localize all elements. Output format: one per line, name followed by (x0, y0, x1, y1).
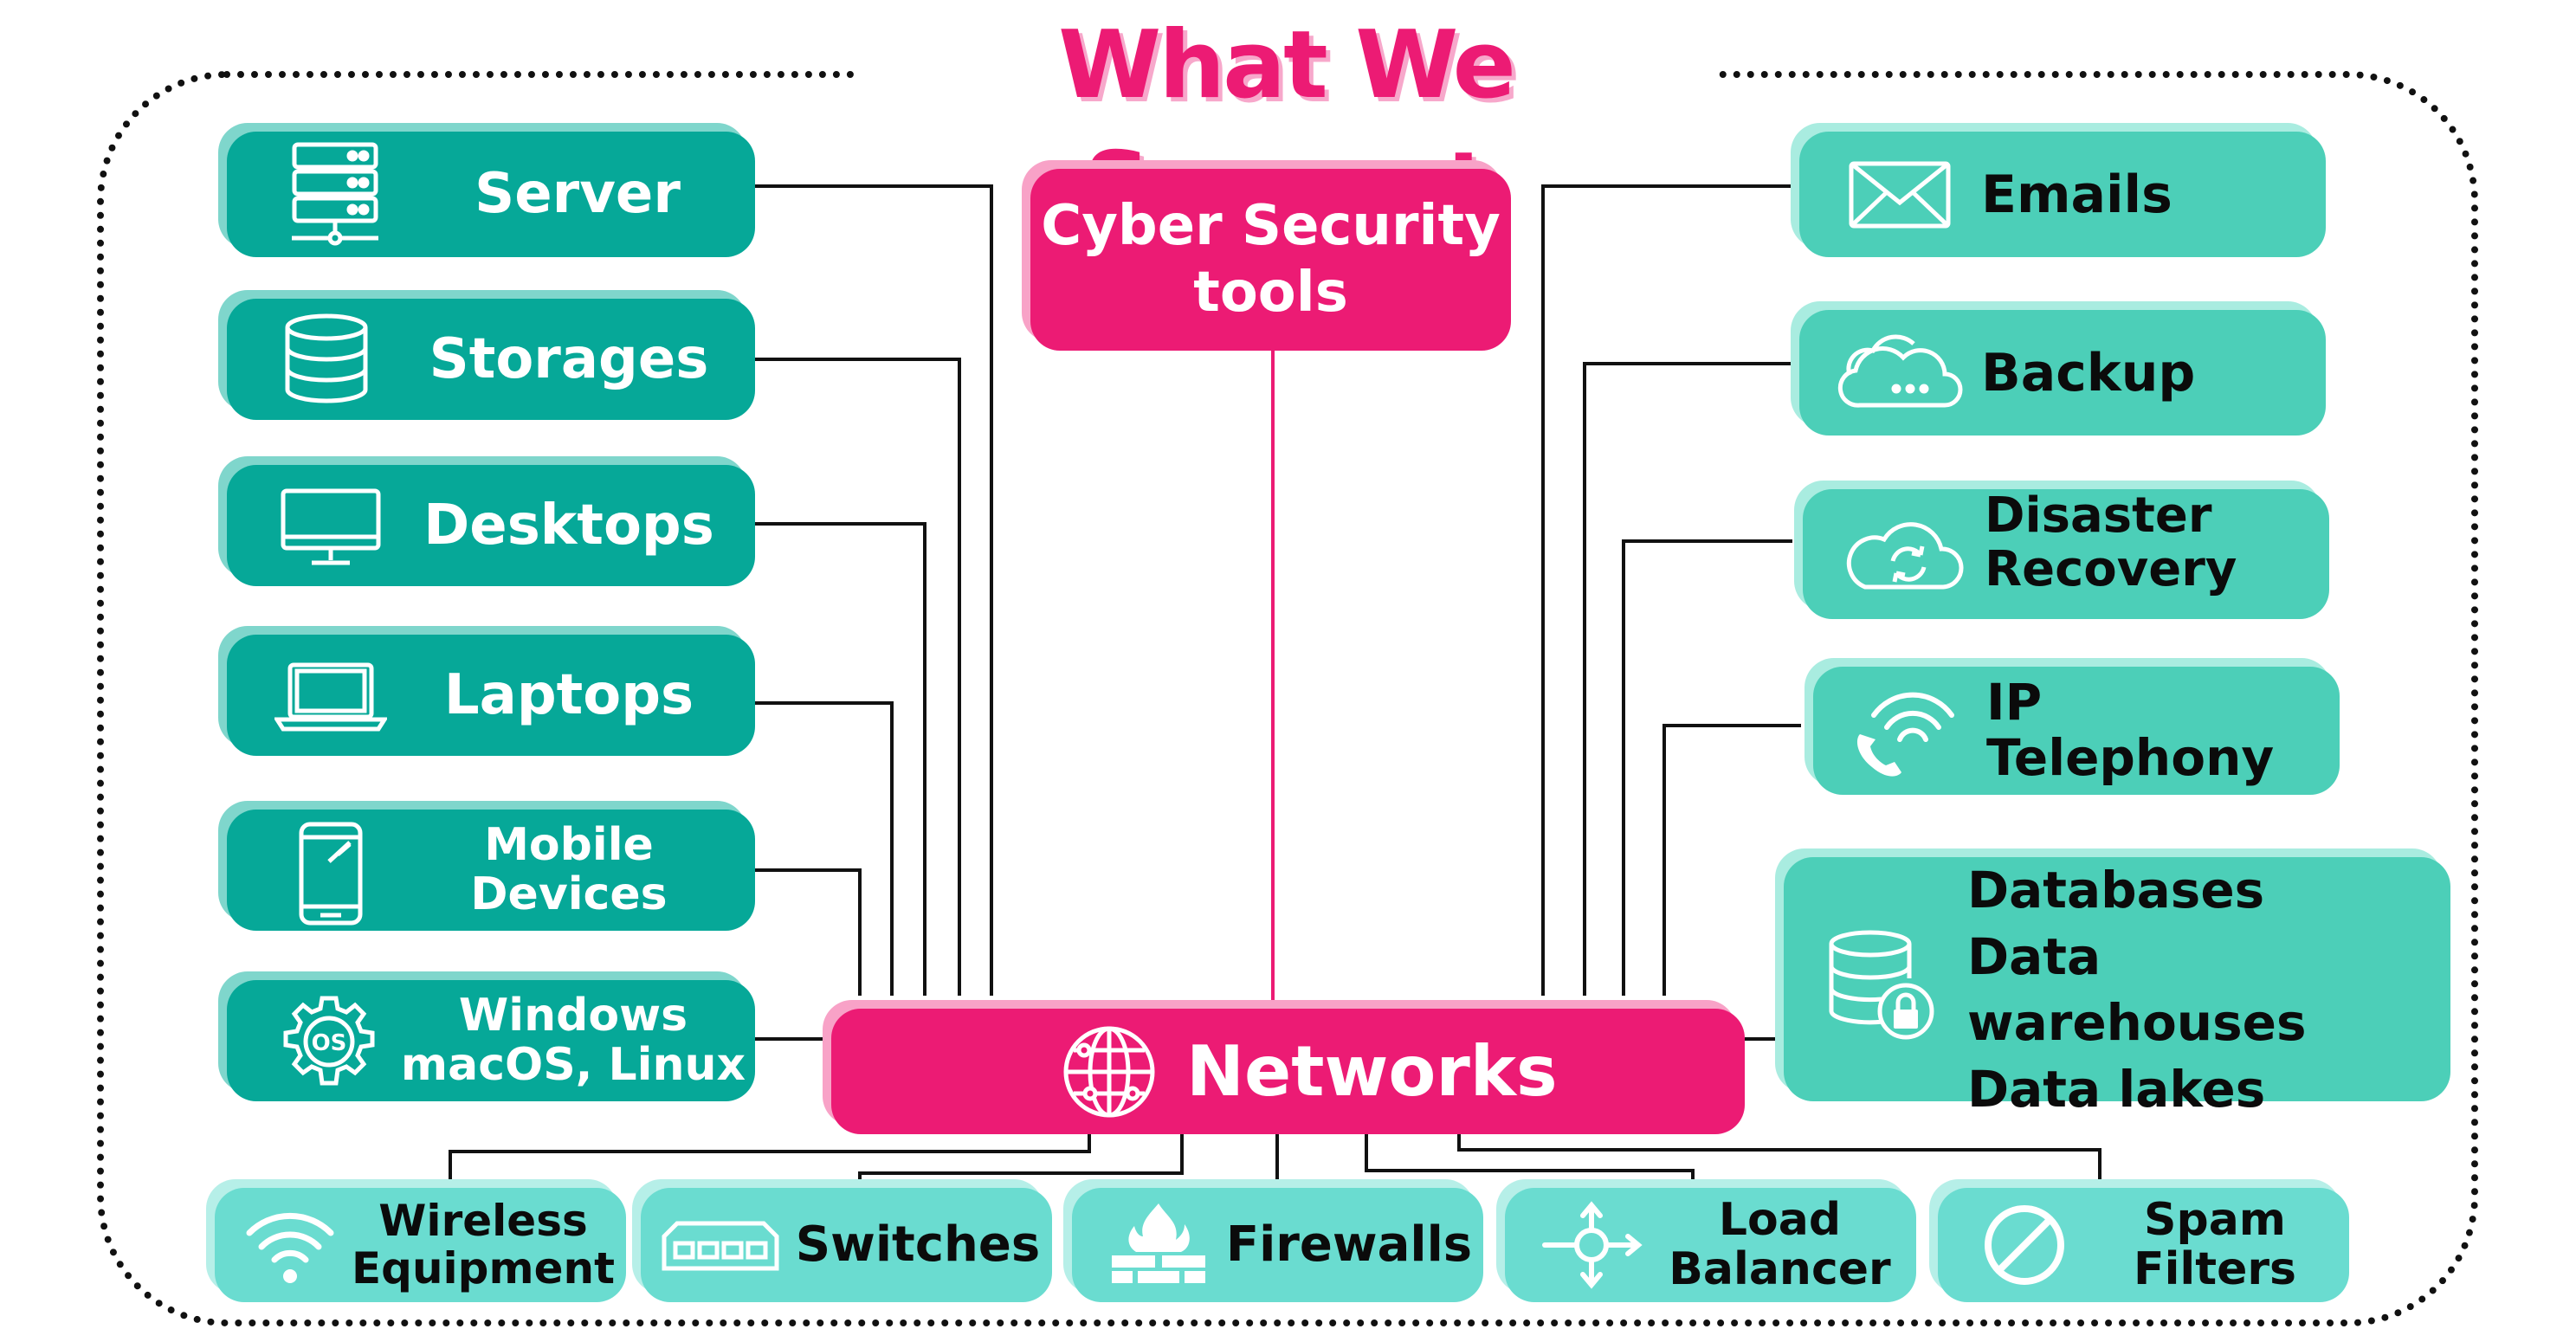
node-emails-label: Emails (1981, 132, 2319, 257)
node-mobile-line-1: Mobile (484, 818, 654, 871)
connector-mobile (753, 868, 862, 996)
node-load-line-2: Balancer (1669, 1243, 1891, 1295)
node-disaster-recovery: Disaster Recovery (1803, 489, 2329, 619)
node-backup-label: Backup (1981, 310, 2319, 436)
node-os-line-1: Windows (458, 989, 688, 1042)
node-disaster-line-1: Disaster (1985, 487, 2212, 544)
no-entry-icon (1985, 1205, 2064, 1285)
server-rack-icon (292, 142, 378, 246)
node-spam-label: Spam Filters (2085, 1188, 2345, 1302)
node-laptops-text: Laptops (443, 662, 694, 727)
node-networks: Networks (831, 1009, 1745, 1134)
node-laptops-label: Laptops (400, 635, 738, 756)
node-wireless-line-1: Wireless (378, 1196, 588, 1246)
node-emails: Emails (1799, 132, 2326, 257)
node-telephony-label: IP Telephony (1986, 667, 2333, 795)
node-databases-line-2: Data warehouses (1967, 926, 2307, 1053)
laptop-icon (274, 662, 387, 732)
node-load-balancer: Load Balancer (1505, 1188, 1916, 1302)
os-gear-icon: OS (283, 996, 375, 1086)
node-mobile-devices-label: Mobile Devices (400, 810, 738, 931)
firewall-icon (1112, 1203, 1205, 1283)
node-switches: Switches (641, 1188, 1052, 1302)
node-backup: Backup (1799, 310, 2326, 436)
connector-backup (1583, 362, 1792, 996)
connector-switches (858, 1134, 1184, 1188)
node-switches-text: Switches (795, 1216, 1041, 1274)
node-networks-label: Networks (1186, 1009, 1706, 1134)
node-operating-systems: OS Windows macOS, Linux (227, 980, 755, 1101)
node-desktops-label: Desktops (400, 465, 738, 586)
node-load-line-1: Load (1718, 1193, 1842, 1246)
node-spam-line-1: Spam (2144, 1193, 2286, 1246)
connector-emails (1541, 184, 1792, 996)
wifi-icon (246, 1212, 334, 1283)
node-server-text: Server (475, 162, 681, 227)
node-networks-text: Networks (1186, 1030, 1558, 1112)
node-spam-line-2: Filters (2134, 1243, 2296, 1295)
node-ip-telephony: IP Telephony (1813, 667, 2340, 795)
node-databases-line-1: Databases (1967, 861, 2265, 919)
node-databases: Databases Data warehouses Data lakes (1784, 857, 2450, 1119)
node-desktops: Desktops (227, 465, 755, 586)
node-load-balancer-label: Load Balancer (1648, 1188, 1912, 1302)
wifi-phone-icon (1856, 692, 1954, 777)
node-laptops: Laptops (227, 635, 755, 756)
cloud-sync-icon (1846, 522, 1964, 590)
connector-desktops (753, 522, 926, 996)
cloud-icon (1837, 334, 1963, 408)
node-switches-label: Switches (788, 1188, 1048, 1302)
node-storages-text: Storages (429, 326, 709, 391)
node-databases-line-3: Data lakes (1967, 1059, 2266, 1119)
node-os-label: Windows macOS, Linux (400, 980, 746, 1101)
node-storages: Storages (227, 299, 755, 420)
connector-wireless (449, 1134, 1091, 1188)
node-emails-text: Emails (1981, 164, 2172, 225)
node-cyber-security: Cyber Security tools (1030, 169, 1511, 351)
database-lock-icon (1829, 930, 1934, 1040)
monitor-icon (281, 488, 381, 565)
connector-telephony (1662, 724, 1801, 996)
node-wireless-equipment: Wireless Equipment (215, 1188, 626, 1302)
connector-storages (753, 358, 961, 996)
svg-text:OS: OS (312, 1030, 347, 1056)
node-disaster-line-2: Recovery (1985, 540, 2237, 597)
connector-spam (1457, 1134, 2101, 1188)
connector-disaster (1622, 539, 1792, 996)
connector-server (753, 184, 993, 996)
load-balancer-icon (1542, 1201, 1643, 1289)
node-mobile-devices: Mobile Devices (227, 810, 755, 931)
database-icon (285, 313, 368, 403)
node-firewalls: Firewalls (1072, 1188, 1483, 1302)
node-cyber-security-label: Cyber Security tools (1030, 169, 1511, 351)
node-spam-filters: Spam Filters (1938, 1188, 2349, 1302)
node-firewalls-text: Firewalls (1225, 1216, 1473, 1274)
node-cyber-line-2: tools (1193, 261, 1348, 325)
envelope-icon (1849, 161, 1951, 229)
node-mobile-line-2: Devices (470, 868, 668, 920)
node-storages-label: Storages (400, 299, 738, 420)
node-desktops-text: Desktops (423, 493, 714, 558)
node-server-label: Server (417, 132, 738, 257)
node-databases-label: Databases Data warehouses Data lakes (1967, 857, 2448, 1119)
smartphone-icon (299, 822, 363, 926)
node-os-line-2: macOS, Linux (400, 1039, 746, 1091)
node-disaster-label: Disaster Recovery (1985, 489, 2322, 619)
page-title: What We Support (857, 5, 1714, 241)
connector-laptops (753, 701, 894, 996)
node-server: Server (227, 132, 755, 257)
globe-network-icon (1063, 1026, 1155, 1118)
connector-load-balancer (1365, 1134, 1695, 1188)
node-telephony-text: IP Telephony (1986, 673, 2275, 787)
node-cyber-line-1: Cyber Security (1041, 194, 1501, 259)
node-wireless-label: Wireless Equipment (345, 1188, 622, 1302)
node-firewalls-label: Firewalls (1219, 1188, 1479, 1302)
network-switch-icon (662, 1221, 779, 1271)
node-backup-text: Backup (1981, 342, 2196, 403)
node-wireless-line-2: Equipment (352, 1243, 615, 1294)
